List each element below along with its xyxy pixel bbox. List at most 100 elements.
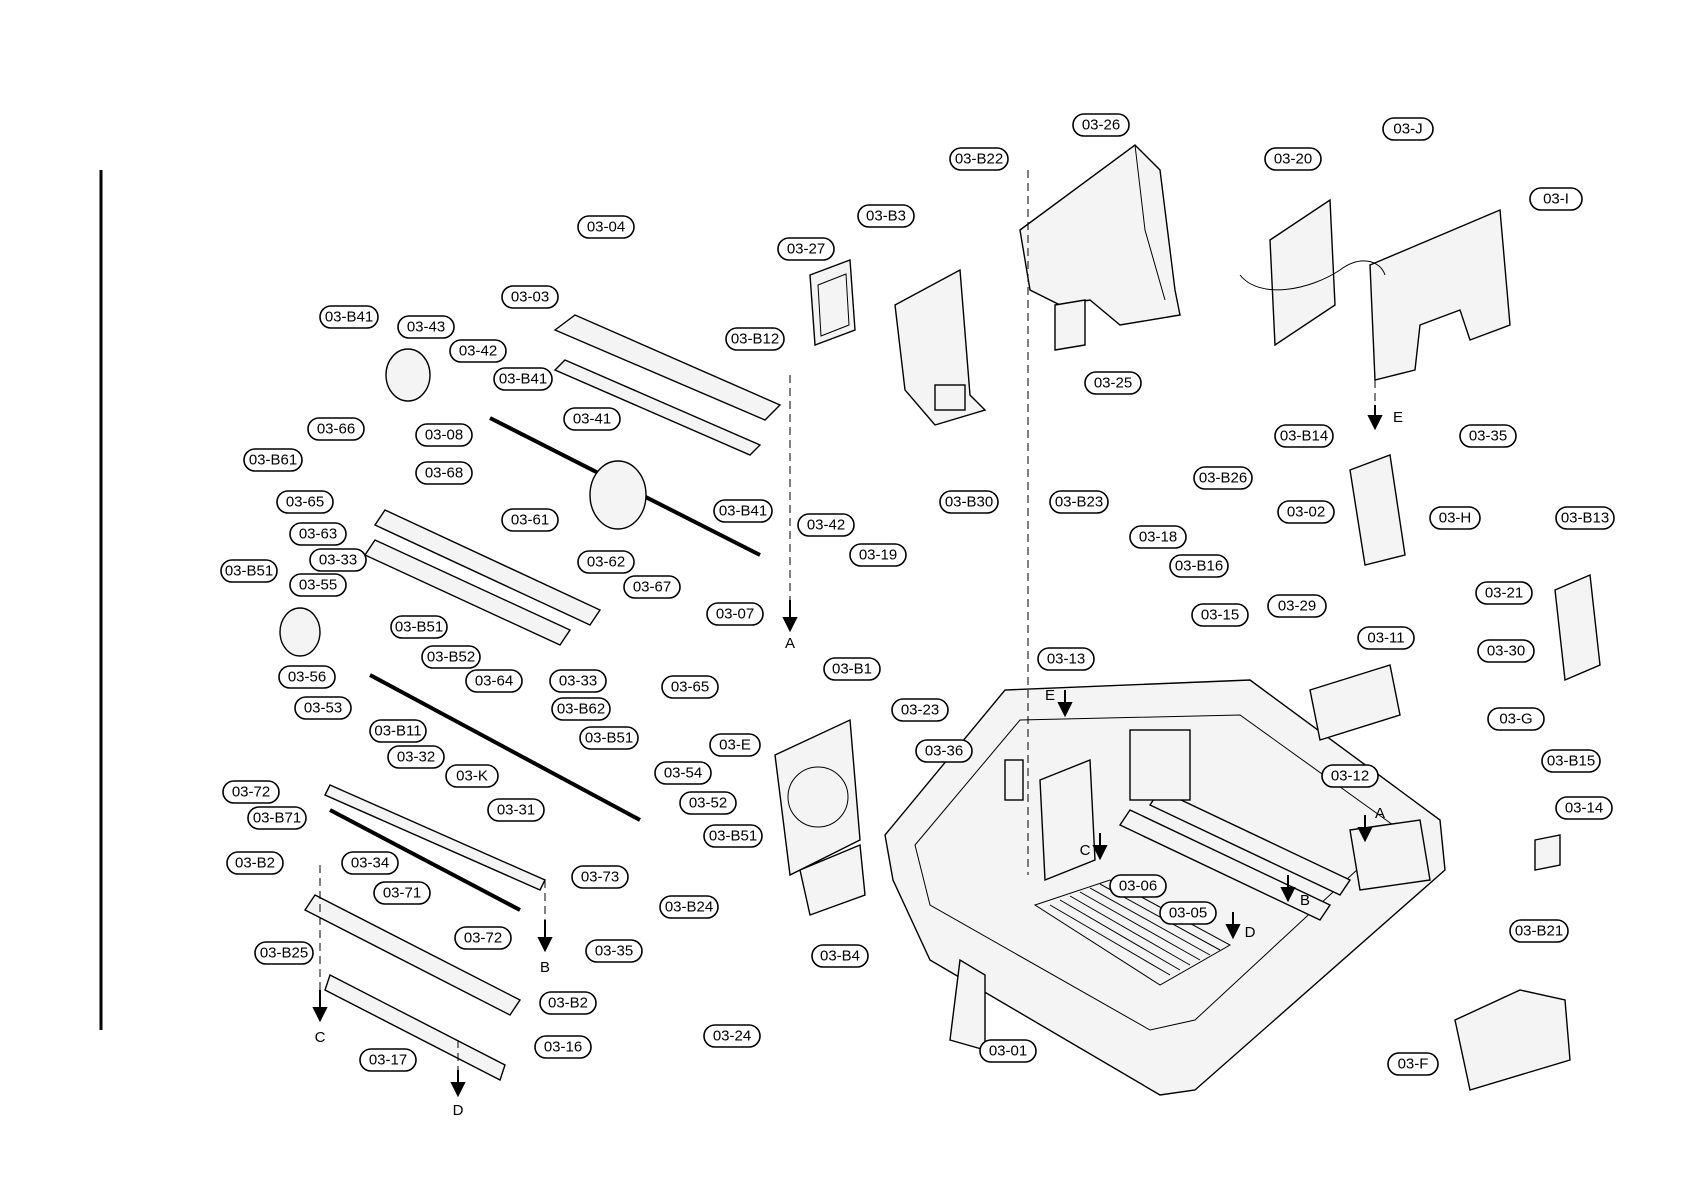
svg-text:03-42: 03-42 bbox=[807, 517, 845, 534]
callout: 03-F bbox=[1387, 1052, 1439, 1076]
pcb-board bbox=[1239, 198, 1511, 381]
svg-text:03-23: 03-23 bbox=[901, 702, 939, 719]
svg-text:03-65: 03-65 bbox=[286, 494, 324, 511]
callout: 03-12 bbox=[1321, 764, 1379, 788]
callout: 03-20 bbox=[1264, 147, 1322, 171]
arrow-label-d-base: D bbox=[1245, 924, 1256, 941]
callout: 03-B26 bbox=[1193, 466, 1253, 490]
callout: 03-73 bbox=[571, 865, 629, 889]
callout: 03-H bbox=[1429, 506, 1481, 530]
arrow-label-a: A bbox=[785, 635, 795, 652]
svg-text:03-B16: 03-B16 bbox=[1175, 558, 1223, 575]
svg-text:03-B1: 03-B1 bbox=[832, 661, 872, 678]
callout: 03-B4 bbox=[811, 944, 869, 968]
filter-pad bbox=[809, 259, 856, 346]
svg-text:03-19: 03-19 bbox=[859, 547, 897, 564]
callout: 03-52 bbox=[679, 791, 737, 815]
svg-text:03-71: 03-71 bbox=[383, 885, 421, 902]
callout: 03-65 bbox=[276, 490, 334, 514]
callout: 03-24 bbox=[703, 1024, 761, 1048]
svg-text:03-B11: 03-B11 bbox=[374, 723, 421, 740]
callout: 03-B11 bbox=[369, 719, 427, 743]
callout: 03-61 bbox=[501, 508, 559, 532]
svg-text:03-64: 03-64 bbox=[475, 673, 513, 690]
svg-text:03-05: 03-05 bbox=[1169, 905, 1207, 922]
svg-text:03-36: 03-36 bbox=[925, 743, 963, 760]
callout: 03-B15 bbox=[1541, 749, 1601, 773]
callout: 03-64 bbox=[465, 669, 523, 693]
callout-labels: 03-26 03-J 03-B22 03-20 03-I 03-B3 03-27… bbox=[220, 113, 1615, 1076]
callout: 03-16 bbox=[534, 1035, 592, 1059]
callout: 03-43 bbox=[397, 315, 455, 339]
svg-text:03-25: 03-25 bbox=[1094, 375, 1132, 392]
callout: 03-41 bbox=[563, 407, 621, 431]
callout: 03-06 bbox=[1109, 874, 1167, 898]
svg-text:03-B22: 03-B22 bbox=[955, 151, 1003, 168]
callout: 03-27 bbox=[777, 237, 835, 261]
callout: 03-B51 bbox=[579, 726, 639, 750]
callout: 03-07 bbox=[706, 602, 764, 626]
svg-text:03-56: 03-56 bbox=[288, 669, 326, 686]
svg-text:03-02: 03-02 bbox=[1287, 504, 1325, 521]
svg-text:03-30: 03-30 bbox=[1487, 643, 1525, 660]
callout: 03-G bbox=[1487, 707, 1545, 731]
callout: 03-I bbox=[1529, 187, 1583, 211]
callout: 03-63 bbox=[289, 522, 347, 546]
callout: 03-53 bbox=[294, 696, 352, 720]
svg-text:03-01: 03-01 bbox=[989, 1043, 1027, 1060]
svg-text:03-B2: 03-B2 bbox=[548, 995, 588, 1012]
callout: 03-19 bbox=[849, 543, 907, 567]
callout: 03-B25 bbox=[254, 941, 314, 965]
callout: 03-23 bbox=[891, 698, 949, 722]
arrow-label-e-base: E bbox=[1045, 687, 1055, 704]
callout: 03-32 bbox=[387, 745, 445, 769]
svg-text:03-27: 03-27 bbox=[787, 241, 825, 258]
callout: 03-17 bbox=[359, 1048, 417, 1072]
callout: 03-B23 bbox=[1049, 490, 1109, 514]
callout: 03-67 bbox=[623, 575, 681, 599]
svg-text:03-B15: 03-B15 bbox=[1547, 753, 1595, 770]
arrow-label-e: E bbox=[1393, 409, 1403, 426]
svg-text:03-B52: 03-B52 bbox=[427, 649, 475, 666]
callout: 03-B1 bbox=[823, 657, 881, 681]
callout: 03-18 bbox=[1129, 525, 1187, 549]
svg-text:03-43: 03-43 bbox=[407, 319, 445, 336]
svg-text:03-B21: 03-B21 bbox=[1515, 923, 1563, 940]
svg-text:03-72: 03-72 bbox=[464, 930, 502, 947]
callout: 03-36 bbox=[915, 739, 973, 763]
callout: 03-71 bbox=[373, 881, 431, 905]
callout: 03-56 bbox=[278, 665, 336, 689]
callout: 03-14 bbox=[1555, 796, 1613, 820]
svg-text:03-18: 03-18 bbox=[1139, 529, 1177, 546]
svg-text:03-B4: 03-B4 bbox=[820, 948, 860, 965]
callout: 03-J bbox=[1382, 117, 1434, 141]
svg-text:03-54: 03-54 bbox=[664, 765, 702, 782]
arrow-label-b: B bbox=[540, 959, 550, 976]
svg-text:03-68: 03-68 bbox=[425, 465, 463, 482]
svg-text:03-B51: 03-B51 bbox=[225, 563, 273, 580]
callout: 03-B21 bbox=[1509, 919, 1569, 943]
callout: 03-B51 bbox=[220, 559, 278, 583]
svg-text:03-24: 03-24 bbox=[713, 1028, 751, 1045]
callout: 03-B3 bbox=[857, 204, 915, 228]
svg-text:03-29: 03-29 bbox=[1278, 598, 1316, 615]
svg-text:03-B41: 03-B41 bbox=[719, 503, 767, 520]
callout: 03-E bbox=[709, 733, 761, 757]
svg-text:03-H: 03-H bbox=[1439, 510, 1472, 527]
svg-text:03-B26: 03-B26 bbox=[1199, 470, 1247, 487]
callout: 03-08 bbox=[415, 423, 473, 447]
svg-text:03-34: 03-34 bbox=[351, 855, 389, 872]
svg-text:03-63: 03-63 bbox=[299, 526, 337, 543]
svg-text:03-11: 03-11 bbox=[1367, 630, 1404, 647]
arrow-label-a-base: A bbox=[1375, 805, 1385, 822]
svg-text:03-G: 03-G bbox=[1499, 711, 1532, 728]
callout: 03-21 bbox=[1475, 581, 1533, 605]
callout: 03-11 bbox=[1357, 626, 1415, 650]
svg-text:03-61: 03-61 bbox=[511, 512, 549, 529]
svg-text:03-B25: 03-B25 bbox=[260, 945, 308, 962]
svg-text:03-B2: 03-B2 bbox=[235, 855, 275, 872]
svg-text:03-B51: 03-B51 bbox=[709, 828, 757, 845]
callout: 03-04 bbox=[577, 215, 635, 239]
svg-text:03-55: 03-55 bbox=[299, 577, 337, 594]
arrow-label-b-base: B bbox=[1300, 892, 1310, 909]
